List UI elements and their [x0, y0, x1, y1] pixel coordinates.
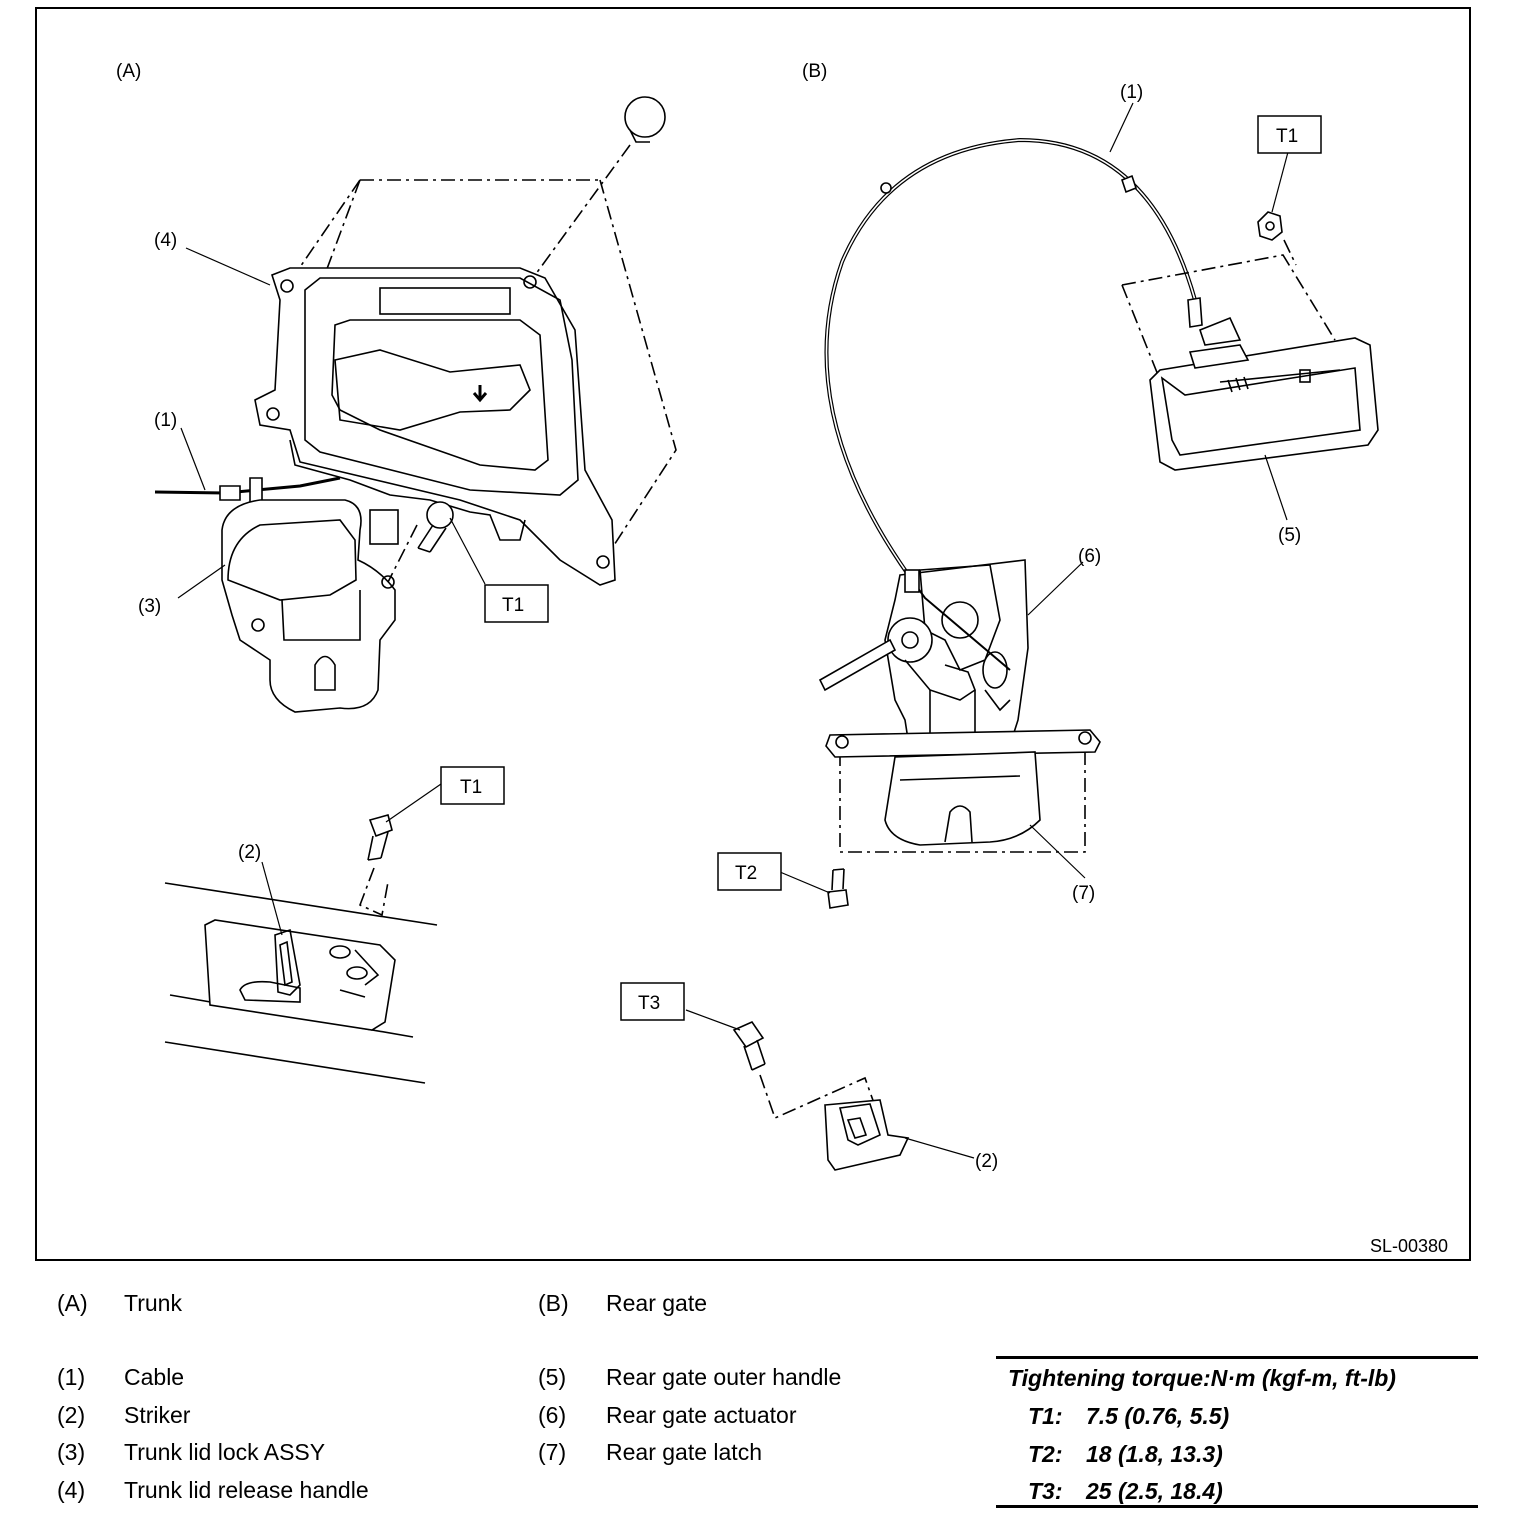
rear-gate-striker-part [824, 1099, 910, 1171]
rear-gate-latch-part [818, 559, 1101, 846]
striker-bolt-a [358, 814, 393, 917]
legend-label-4: Trunk lid release handle [124, 1477, 369, 1503]
torque-tag-a-striker: T1 [460, 777, 482, 798]
rear-gate-assembly [732, 137, 1379, 1171]
section-b-label: (B) [802, 61, 827, 82]
legend-label-b: Rear gate [606, 1290, 708, 1316]
legend-key-7: (7) [538, 1439, 567, 1465]
figure-frame [35, 7, 1471, 1261]
legend-label-a: Trunk [124, 1290, 182, 1316]
torque-key-t3: T3: [1028, 1478, 1063, 1504]
callout-leaders-b [685, 102, 1289, 1159]
legend-key-3: (3) [57, 1439, 86, 1465]
callout-b-7: (7) [1072, 883, 1095, 904]
torque-value-t3: 25 (2.5, 18.4) [1086, 1478, 1223, 1504]
torque-key-t2: T2: [1028, 1441, 1063, 1467]
trunk-assembly [154, 96, 677, 1084]
callout-b-2: (2) [975, 1151, 998, 1172]
torque-tag-b-striker: T3 [638, 993, 660, 1014]
latch-bolt [827, 868, 849, 909]
callout-a-3: (3) [138, 596, 161, 617]
legend-label-1: Cable [124, 1364, 185, 1390]
rear-gate-cable [824, 137, 1197, 582]
grommet-stem [629, 129, 650, 143]
legend-label-2: Striker [124, 1402, 191, 1428]
legend-label-6: Rear gate actuator [606, 1402, 797, 1428]
legend-key-6: (6) [538, 1402, 567, 1428]
lock-bolt [417, 501, 454, 553]
legend-label-5: Rear gate outer handle [606, 1364, 842, 1390]
callout-leaders-a [177, 247, 486, 936]
exploded-parts-diagram: (A) (B) [35, 7, 1471, 1261]
legend-key-4: (4) [57, 1477, 86, 1503]
section-a-label: (A) [116, 61, 141, 82]
handle-nut [1257, 211, 1283, 241]
torque-tag-a-lock: T1 [502, 595, 524, 616]
callout-a-1: (1) [154, 410, 177, 431]
rear-gate-handle-part [1149, 316, 1379, 471]
torque-title: Tightening torque:N·m (kgf-m, ft-lb) [1008, 1365, 1396, 1391]
trunk-lock-part [221, 499, 399, 713]
figure-code: SL-00380 [1370, 1236, 1448, 1256]
callout-b-1: (1) [1120, 82, 1143, 103]
torque-value-t2: 18 (1.8, 13.3) [1086, 1441, 1223, 1467]
trunk-cable [154, 476, 341, 495]
legend-key-5: (5) [538, 1364, 567, 1390]
torque-table: Tightening torque:N·m (kgf-m, ft-lb) T1:… [996, 1356, 1478, 1508]
legend-key-1: (1) [57, 1364, 86, 1390]
torque-tag-b-handle: T1 [1276, 126, 1298, 147]
callout-b-6: (6) [1078, 546, 1101, 567]
torque-value-t1: 7.5 (0.76, 5.5) [1086, 1403, 1230, 1429]
callout-a-2: (2) [238, 842, 261, 863]
trunk-striker-part [164, 882, 438, 1084]
legend-label-3: Trunk lid lock ASSY [124, 1439, 326, 1465]
legend-label-7: Rear gate latch [606, 1439, 762, 1465]
callout-a-4: (4) [154, 230, 177, 251]
legend-key-a: (A) [57, 1290, 88, 1316]
grommet-cap [624, 96, 666, 138]
torque-tag-b-latch: T2 [735, 863, 757, 884]
legend-key-b: (B) [538, 1290, 569, 1316]
assembly-lines-b [839, 239, 1336, 853]
legend-key-2: (2) [57, 1402, 86, 1428]
callout-b-5: (5) [1278, 525, 1301, 546]
striker-bolt-b [732, 1020, 881, 1121]
torque-key-t1: T1: [1028, 1403, 1063, 1429]
